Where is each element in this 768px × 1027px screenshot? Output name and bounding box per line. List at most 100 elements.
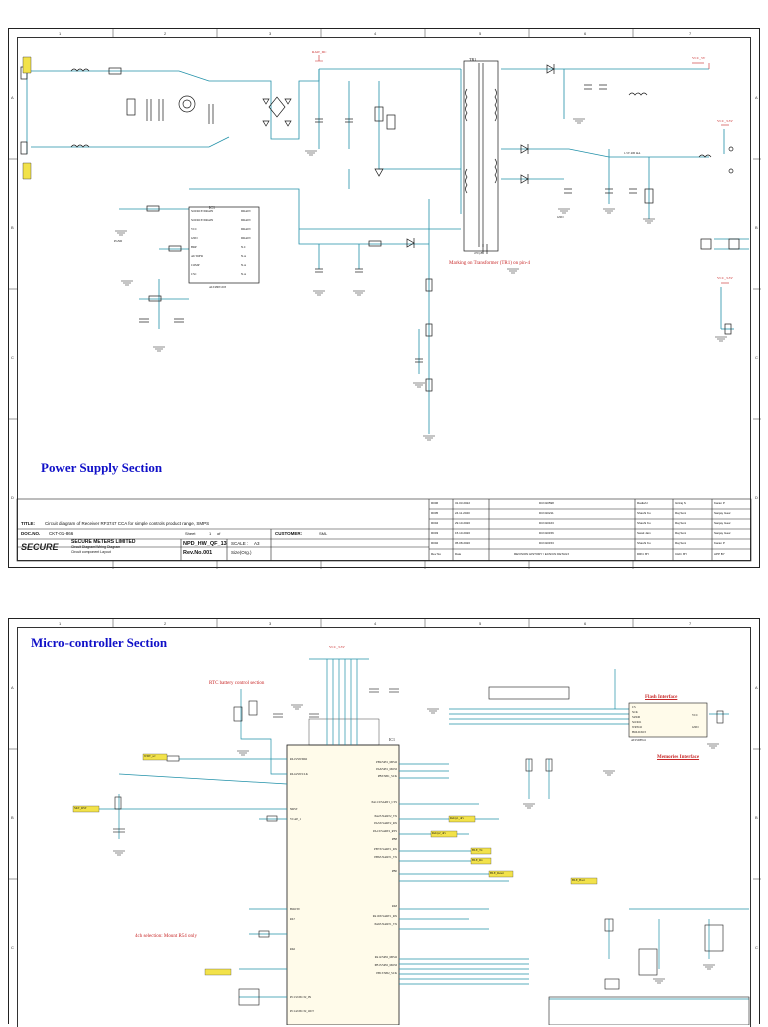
revision-cell-made: Shashi Ku [637,521,651,525]
svg-text:D: D [11,495,14,500]
net-label: Relay2_drv [432,831,446,835]
drawing-number: NPD_HW_QF_13 [183,541,227,547]
mcu-pin-right: PA11/USART1_CTS [371,800,397,804]
mcu-pin-right: PB13/SPI2_SCK [376,971,397,975]
svg-text:2: 2 [164,621,167,626]
svg-text:5: 5 [479,621,482,626]
mcu-pin-right: PA12/SPI2_MISO [374,955,397,959]
mcu-pin-right: PB15/SPI2_MOSI [374,963,397,967]
rtc-crystal [238,988,260,1006]
svg-text:6: 6 [584,31,587,36]
ic1-pin-left: CSC [191,272,197,276]
revision-cell-chk: Raj Soni [675,531,687,535]
ic1-pin-right: N.A [241,254,247,258]
ic1-pin-left: BRP [191,245,197,249]
zener-d2 [374,168,384,177]
mcu-grounds [113,704,719,984]
ic1-pin-right: DRAIN [241,227,251,231]
ground-symbols [115,118,727,441]
sheet-value: 1 [209,531,212,536]
mcu-pin-right: PA3/USART2_RX [374,821,397,825]
revision-cell-chk: Raj Soni [675,521,687,525]
revision-cell-date: 15.10.2020 [455,531,471,535]
flash-pin-left: SCK [632,710,638,714]
inductor-l1 [70,68,90,72]
mcu-pin-right: PB7/USART1_RX [374,847,397,851]
flash-pin-right: VCC [692,713,699,717]
flash-pin-left: CS [632,705,636,709]
mcu-pin-right: PA6/SPI1_MOSI [376,767,397,771]
svg-text:1: 1 [59,621,62,626]
svg-text:2: 2 [164,31,167,36]
zone-ticks [9,29,761,569]
svg-text:A: A [755,95,758,100]
zone-ticks-2 [9,619,761,880]
input-connector-2 [20,141,28,155]
of-label: of [217,531,221,536]
c4-cap-label: 470 pF [474,251,483,255]
svg-text:C: C [11,355,14,360]
mcu-wires [99,658,749,1000]
diode-d6 [520,144,529,154]
revision-cell-ecn: DCN10156 [539,531,554,535]
mcu-pin-right: PB0 [391,869,397,873]
mcu-ref-label: IC1 [389,737,395,742]
revision-cell-rev: R004 [431,521,439,525]
doc-no-value: CKT-01-866 [49,531,74,536]
power-wires [26,59,749,434]
net-flags [22,55,729,284]
sheet-inner-frame [17,627,751,1027]
revision-cell-chk: Raj Soni [675,511,687,515]
net-label: SKT_RST [74,806,87,810]
revision-cell-date: 05.08.2020 [455,541,471,545]
revision-header-cell: Date [455,552,462,556]
ic1-pin-left: SOURCE/DRAIN [191,209,214,213]
mcu-body [286,744,400,1025]
raw-dc-net-label: RAW_DC [312,50,327,54]
company-line-1: Circuit Diagram/Wiring Diagram [71,545,121,549]
mcu-components [113,686,750,1025]
scale-label: SCALE : [231,541,249,546]
svg-text:3: 3 [269,31,272,36]
size-value: Size(Org.) [231,550,252,555]
scale-value: A3 [254,541,260,546]
dip-switch [638,948,658,976]
revision-header-cell: REVISION HISTORY / ECN/CN DETAILS [514,552,570,556]
ic1-regulator-body [188,206,260,284]
ic1-pin-right: DRAIN [241,209,251,213]
mcu-pin-right: PB3/SPI1_SCK [377,774,397,778]
revision-cell-chk: Giriraj S [675,501,686,505]
svg-text:5: 5 [479,31,482,36]
ic1-pin-right: N.A [241,272,247,276]
svg-text:A: A [755,685,758,690]
revision-cell-app: Sanjay Gaur [714,521,731,525]
ic1-pin-left: SOURCE/DRAIN [191,218,214,222]
revision-cell-ecn: DCN10598 [539,501,554,505]
svg-text:3: 3 [269,621,272,626]
mcu-pin-left: PC14/OSC32_OUT [290,1009,315,1013]
revision-cell-app: Sanjay Gaur [714,531,731,535]
ic1-pin-left: AUTOFR [191,254,203,258]
fuse-f1 [108,67,122,75]
svg-text:D: D [755,495,758,500]
svg-text:C: C [11,945,14,950]
revision-header-cell: Rev No [431,552,442,556]
mcu-pin-right: PB6/USART1_TX [374,855,397,859]
revision-cell-date: 24.11.2020 [455,511,470,515]
net-label: BLE_Reset [490,871,504,875]
sheet-inner-frame [17,37,751,561]
revision-cell-date: 31.03.2022 [455,501,471,505]
ble-module-body [548,996,750,1025]
svg-text:B: B [11,225,14,230]
mcu-vcc-net: VCC_3.3V [329,645,345,649]
mcu-pin-left: NRST [290,807,298,811]
ic1-pin-right: DRAIN [241,236,251,240]
mcu-pin-right: PA10/USART1_RX [372,914,397,918]
flash-pin-left: SO/IO1 [632,720,642,724]
diode-d3 [546,64,555,74]
revision-header-cell: DRN. BY [637,552,650,556]
flash-pin-left: WP/IO2 [632,725,642,729]
